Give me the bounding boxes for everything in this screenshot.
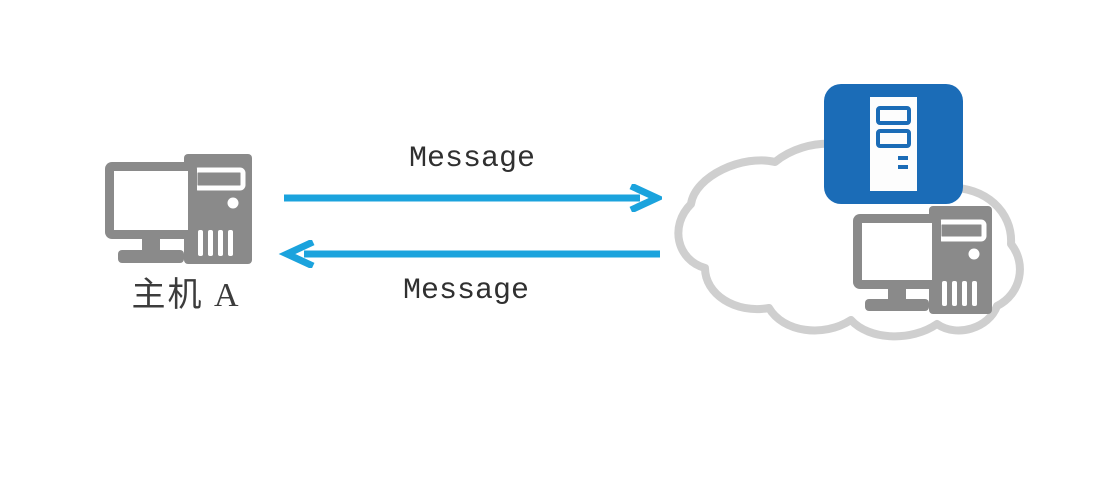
computer-tower	[184, 154, 252, 264]
node-host-a: 主机 A	[100, 148, 275, 328]
host-a-label: 主机 A	[131, 277, 241, 314]
node-cloud-network	[655, 84, 1045, 353]
desktop-computer-icon	[853, 206, 992, 314]
computer-tower	[929, 206, 992, 314]
server-icon	[824, 84, 963, 204]
computer-monitor	[105, 162, 197, 263]
arrow-right-icon	[284, 184, 662, 212]
flow-inbound: Message	[270, 240, 662, 308]
desktop-computer-icon	[105, 154, 252, 264]
flow-inbound-label: Message	[402, 274, 530, 308]
flow-outbound-label: Message	[408, 142, 536, 176]
flow-outbound: Message	[282, 140, 662, 212]
arrow-left-icon	[278, 240, 660, 268]
computer-monitor	[853, 214, 941, 311]
